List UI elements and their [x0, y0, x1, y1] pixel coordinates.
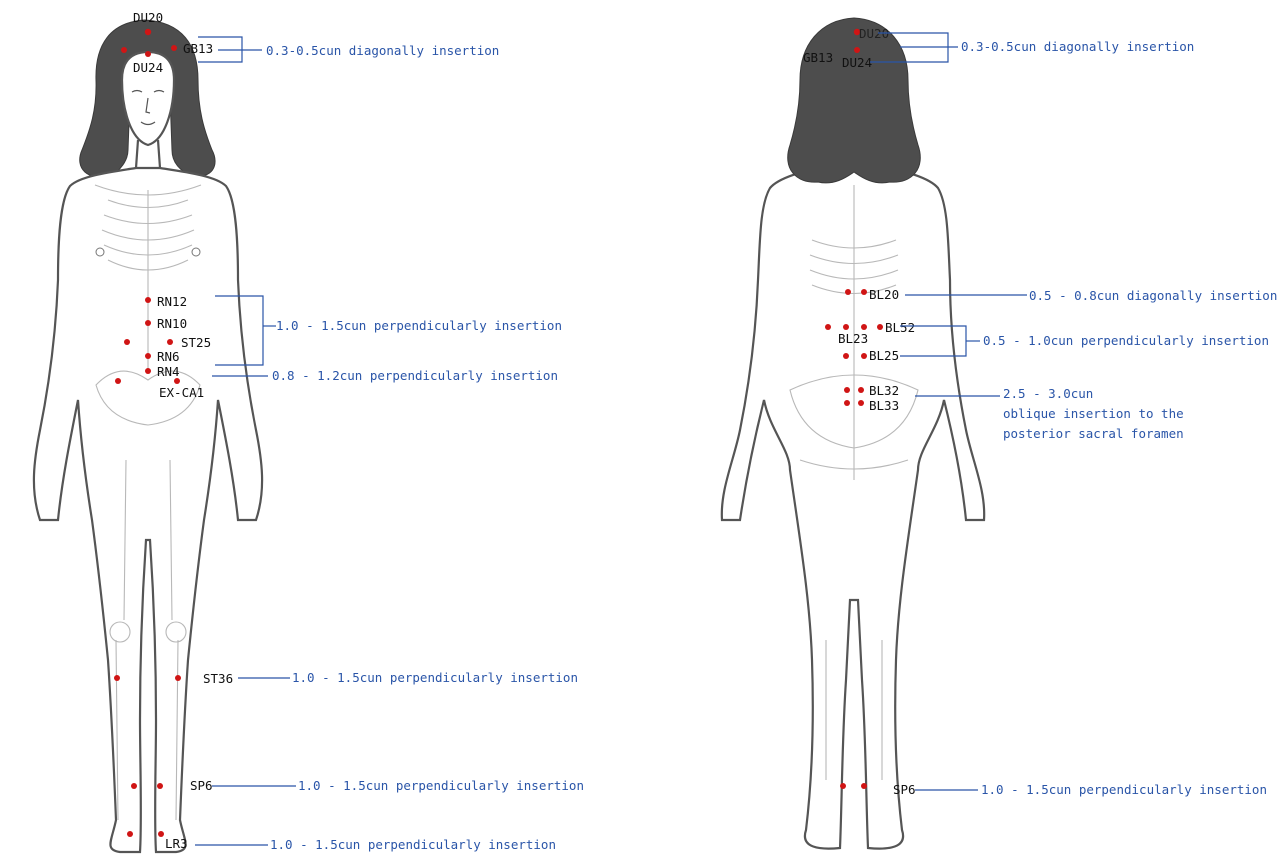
- point-lr3-right: [158, 831, 164, 837]
- label-du24-front: DU24: [133, 60, 163, 75]
- label-bl52: BL52: [885, 320, 915, 335]
- label-rn6: RN6: [157, 349, 180, 364]
- label-bl23: BL23: [838, 331, 868, 346]
- point-bl52-left: [825, 324, 831, 330]
- note-head-back: 0.3-0.5cun diagonally insertion: [961, 39, 1194, 54]
- note-sacral-line3: posterior sacral foramen: [1003, 426, 1184, 441]
- label-st36: ST36: [203, 671, 233, 686]
- back-hair: [788, 18, 921, 183]
- label-exca1: EX-CA1: [159, 385, 204, 400]
- label-gb13-front: GB13: [183, 41, 213, 56]
- point-bl33-right: [858, 400, 864, 406]
- label-du24-back: DU24: [842, 55, 872, 70]
- point-bl20-right: [861, 289, 867, 295]
- point-bl52-right: [877, 324, 883, 330]
- point-st36-right: [175, 675, 181, 681]
- point-du24-back: [854, 47, 860, 53]
- note-lr3: 1.0 - 1.5cun perpendicularly insertion: [270, 837, 556, 852]
- note-lower-abdomen-front: 0.8 - 1.2cun perpendicularly insertion: [272, 368, 558, 383]
- note-bl20: 0.5 - 0.8cun diagonally insertion: [1029, 288, 1277, 303]
- label-rn12: RN12: [157, 294, 187, 309]
- point-bl23-left: [843, 324, 849, 330]
- label-sp6-front: SP6: [190, 778, 213, 793]
- label-bl32: BL32: [869, 383, 899, 398]
- point-rn6: [145, 353, 151, 359]
- label-gb13-back: GB13: [803, 50, 833, 65]
- label-st25: ST25: [181, 335, 211, 350]
- note-sacral-line1: 2.5 - 3.0cun: [1003, 386, 1093, 401]
- point-st25-right: [167, 339, 173, 345]
- point-st36-left: [114, 675, 120, 681]
- back-notes: 0.3-0.5cun diagonally insertion 0.5 - 0.…: [961, 39, 1277, 797]
- point-bl20-left: [845, 289, 851, 295]
- note-bl52: 0.5 - 1.0cun perpendicularly insertion: [983, 333, 1269, 348]
- front-notes: 0.3-0.5cun diagonally insertion 1.0 - 1.…: [266, 43, 584, 852]
- note-abdomen-front: 1.0 - 1.5cun perpendicularly insertion: [276, 318, 562, 333]
- label-lr3: LR3: [165, 836, 188, 851]
- point-rn10: [145, 320, 151, 326]
- label-bl25: BL25: [869, 348, 899, 363]
- point-bl23-right: [861, 324, 867, 330]
- front-figure: [34, 20, 262, 852]
- point-sp6-back-left: [840, 783, 846, 789]
- back-figure: [722, 18, 984, 849]
- point-bl25-right: [861, 353, 867, 359]
- note-sp6-front: 1.0 - 1.5cun perpendicularly insertion: [298, 778, 584, 793]
- point-bl32-left: [844, 387, 850, 393]
- back-body-outline: [722, 165, 984, 849]
- note-head-front: 0.3-0.5cun diagonally insertion: [266, 43, 499, 58]
- label-bl33: BL33: [869, 398, 899, 413]
- point-du24-front: [145, 51, 151, 57]
- point-bl25-left: [843, 353, 849, 359]
- point-gb13-front-right: [171, 45, 177, 51]
- label-rn4: RN4: [157, 364, 180, 379]
- point-sp6-right: [157, 783, 163, 789]
- point-du20-front: [145, 29, 151, 35]
- point-sp6-left: [131, 783, 137, 789]
- point-rn12: [145, 297, 151, 303]
- point-exca1-left: [115, 378, 121, 384]
- point-bl32-right: [858, 387, 864, 393]
- label-sp6-back: SP6: [893, 782, 916, 797]
- point-lr3-left: [127, 831, 133, 837]
- point-bl33-left: [844, 400, 850, 406]
- label-du20-front: DU20: [133, 10, 163, 25]
- note-st36: 1.0 - 1.5cun perpendicularly insertion: [292, 670, 578, 685]
- point-sp6-back-right: [861, 783, 867, 789]
- point-st25-left: [124, 339, 130, 345]
- label-bl20: BL20: [869, 287, 899, 302]
- note-sacral-line2: oblique insertion to the: [1003, 406, 1184, 421]
- point-rn4: [145, 368, 151, 374]
- note-sp6-back: 1.0 - 1.5cun perpendicularly insertion: [981, 782, 1267, 797]
- point-gb13-front-left: [121, 47, 127, 53]
- label-rn10: RN10: [157, 316, 187, 331]
